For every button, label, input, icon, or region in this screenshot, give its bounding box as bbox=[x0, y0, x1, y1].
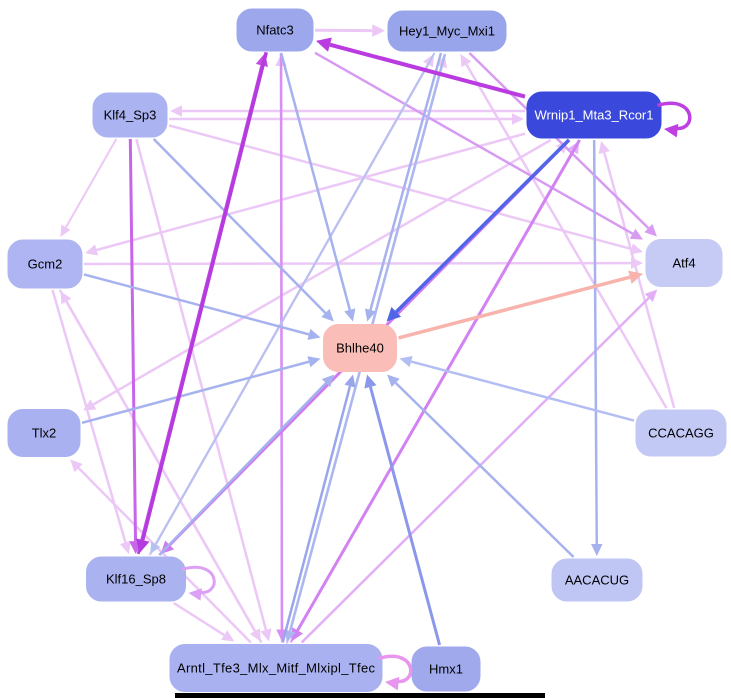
node-bhlhe40[interactable]: Bhlhe40 bbox=[323, 324, 397, 372]
node-aacacug[interactable]: AACACUG bbox=[551, 558, 643, 602]
edge-hey1-atf4 bbox=[468, 52, 657, 237]
node-tlx2[interactable]: Tlx2 bbox=[7, 409, 81, 457]
edge-wrnip1-bhlhe40 bbox=[386, 138, 571, 322]
edge-ccacagg-bhlhe40 bbox=[399, 355, 635, 422]
edge-hey1-bhlhe40 bbox=[364, 52, 443, 322]
edge-klf4-gcm2 bbox=[60, 138, 118, 237]
node-atf4[interactable]: Atf4 bbox=[645, 239, 723, 287]
edge-wrnip1-arntl bbox=[291, 139, 581, 642]
edge-nfatc3-hey1 bbox=[314, 24, 385, 37]
edge-aacacug-bhlhe40 bbox=[387, 374, 575, 558]
edge-tlx2-bhlhe40 bbox=[81, 356, 321, 424]
self-loop-layer bbox=[182, 101, 692, 691]
edge-wrnip1-nfatc3 bbox=[316, 37, 526, 99]
self-loop-klf16 bbox=[182, 565, 216, 601]
edge-arntl-tlx2 bbox=[70, 459, 252, 644]
edge-gcm2-klf16 bbox=[51, 289, 131, 554]
edge-bhlhe40-atf4 bbox=[398, 270, 643, 340]
edge-nfatc3-atf4 bbox=[314, 51, 643, 240]
self-loop-wrnip1 bbox=[657, 101, 692, 138]
edge-klf4-klf16 bbox=[128, 138, 142, 554]
edge-klf16-arntl bbox=[173, 601, 235, 642]
edge-gcm2-atf4 bbox=[83, 257, 643, 269]
edge-arntl-atf4 bbox=[300, 289, 658, 644]
node-klf16[interactable]: Klf16_Sp8 bbox=[86, 556, 186, 602]
node-ccacagg[interactable]: CCACAGG bbox=[635, 409, 727, 457]
edge-nfatc3-bhlhe40 bbox=[279, 52, 356, 322]
node-klf4[interactable]: Klf4_Sp3 bbox=[92, 92, 168, 138]
edge-gcm2-arntl bbox=[58, 289, 261, 642]
edge-wrnip1-aacacug bbox=[591, 139, 603, 556]
edge-wrnip1-tlx2 bbox=[83, 138, 552, 411]
node-wrnip1[interactable]: Wrnip1_Mta3_Rcor1 bbox=[526, 91, 662, 139]
edge-klf16-bhlhe40 bbox=[158, 374, 335, 556]
edge-nfatc3-arntl bbox=[276, 52, 288, 642]
edge-klf4-arntl bbox=[135, 138, 272, 642]
self-loop-arntl bbox=[378, 654, 413, 691]
edge-nfatc3-klf16 bbox=[136, 51, 268, 554]
edge-arntl-bhlhe40 bbox=[281, 374, 356, 643]
node-hey1[interactable]: Hey1_Myc_Mxi1 bbox=[387, 10, 507, 52]
edge-klf4-atf4 bbox=[168, 124, 643, 255]
edge-klf4-bhlhe40 bbox=[152, 138, 334, 322]
edge-hmx1-bhlhe40 bbox=[364, 374, 442, 646]
node-hmx1[interactable]: Hmx1 bbox=[411, 646, 481, 692]
edge-ccacagg-hey1 bbox=[460, 54, 668, 409]
edge-hey1-klf16 bbox=[150, 52, 436, 554]
edge-wrnip1-klf4 bbox=[170, 105, 525, 117]
node-arntl[interactable]: Arntl_Tfe3_Mlx_Mitf_Mlxipl_Tfec bbox=[169, 644, 383, 692]
edge-gcm2-bhlhe40 bbox=[83, 273, 321, 340]
bottom-black-bar bbox=[175, 693, 545, 698]
node-gcm2[interactable]: Gcm2 bbox=[7, 239, 83, 289]
edge-wrnip1-gcm2 bbox=[85, 132, 526, 256]
node-nfatc3[interactable]: Nfatc3 bbox=[236, 8, 314, 52]
edge-klf4-wrnip1 bbox=[169, 113, 524, 125]
